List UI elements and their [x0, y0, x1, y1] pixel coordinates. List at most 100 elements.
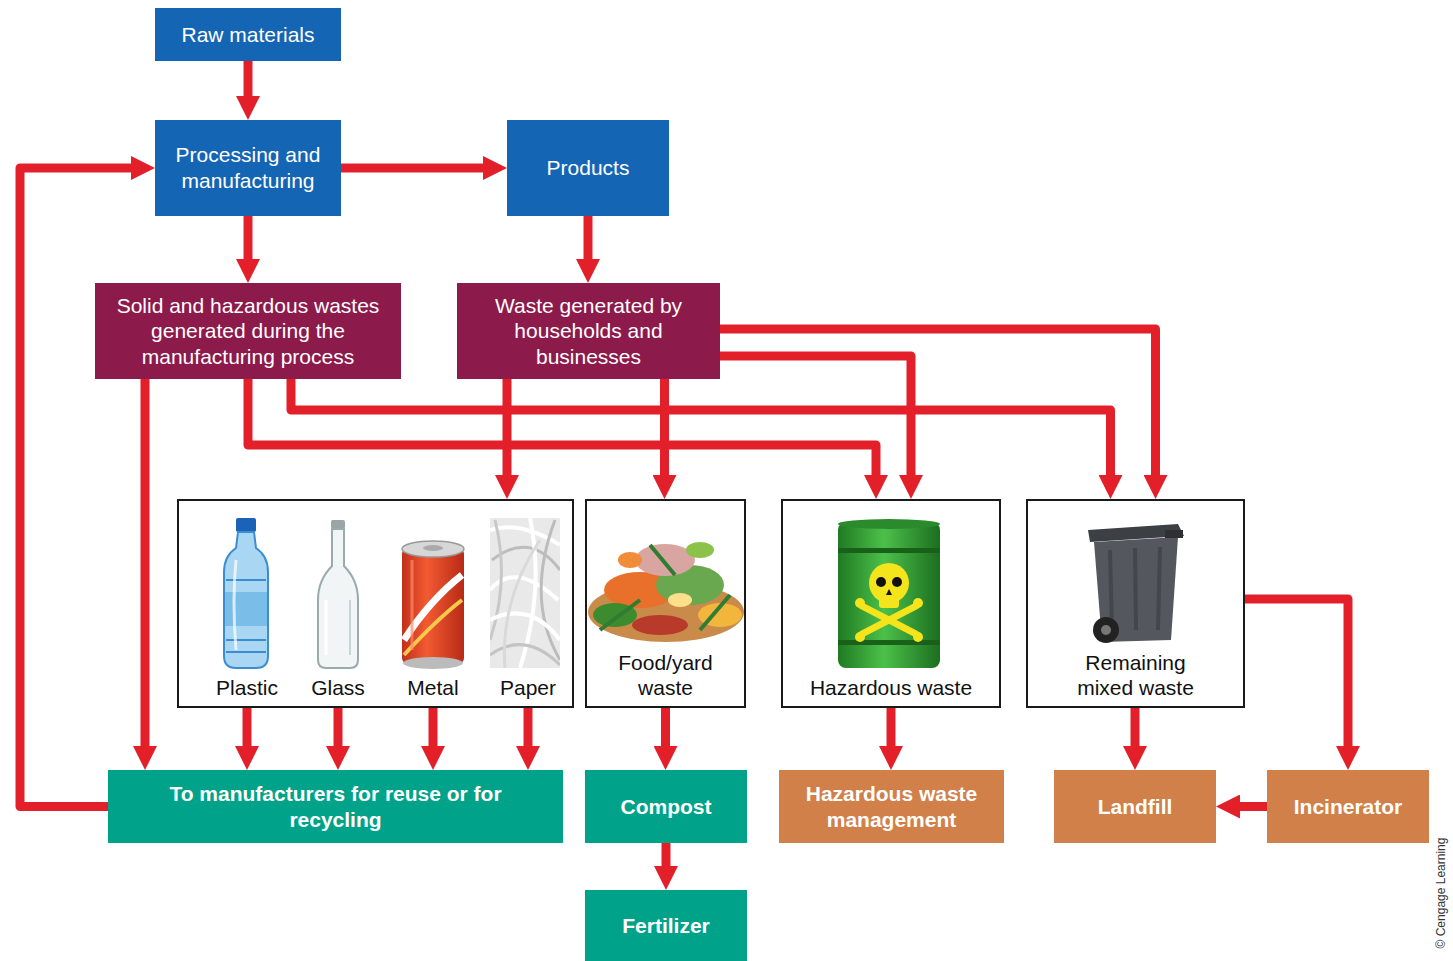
glass-bottle-part — [331, 520, 345, 529]
flow-arrow — [244, 216, 253, 267]
item-label: Plastic — [216, 675, 278, 701]
trash-bin-part — [1165, 530, 1183, 538]
flow-arrow — [334, 708, 343, 754]
plastic-bottle-part — [224, 532, 268, 668]
disposal-box: Incinerator — [1267, 770, 1429, 843]
box-text: Hazardous waste management — [789, 781, 994, 832]
copyright-note: © Cengage Learning — [1434, 838, 1448, 949]
flow-arrow — [524, 708, 533, 754]
hazardous-barrel-part — [855, 632, 865, 642]
metal-can-part — [423, 545, 443, 551]
flow-arrow — [1245, 599, 1348, 754]
paper-shreds-part — [490, 518, 560, 668]
flow-arrow — [291, 379, 1111, 483]
source-box: Raw materials — [155, 8, 341, 61]
flow-arrow — [720, 329, 1156, 483]
metal-can-part — [402, 548, 464, 664]
food-waste-pile-part — [618, 552, 642, 568]
outcome-box: Compost — [585, 770, 747, 843]
flow-arrow — [243, 708, 252, 754]
box-text: Remaining mixed waste — [1061, 650, 1211, 701]
flow-arrow — [20, 168, 139, 807]
food-waste-pile-part — [686, 542, 714, 558]
flow-arrow — [141, 379, 150, 754]
hazardous-barrel-part — [892, 577, 902, 587]
item-label: Metal — [407, 675, 458, 701]
box-text: Waste generated by households and busine… — [467, 293, 710, 370]
hazardous-barrel-part — [886, 589, 892, 595]
flow-arrow — [1232, 802, 1267, 811]
trash-bin — [1088, 524, 1184, 643]
flow-arrow — [1131, 708, 1140, 754]
hazardous-barrel-part — [862, 606, 916, 634]
flow-arrow — [887, 708, 896, 754]
glass-bottle-part — [318, 529, 358, 668]
hazardous-barrel-part — [838, 548, 940, 553]
box-text: Processing and manufacturing — [165, 142, 331, 193]
category-box: Remaining mixed waste — [1026, 499, 1245, 708]
plastic-bottle-part — [236, 518, 256, 532]
paper-shreds — [490, 518, 560, 668]
flow-arrow — [244, 61, 253, 104]
box-text: Landfill — [1098, 794, 1173, 820]
food-waste-pile-part — [600, 545, 730, 630]
trash-bin-part — [1101, 625, 1111, 635]
waste-box: Waste generated by households and busine… — [457, 283, 720, 379]
food-waste-pile-part — [632, 615, 688, 635]
plastic-bottle — [224, 518, 268, 668]
plastic-bottle-part — [226, 651, 266, 653]
trash-bin-part — [1093, 617, 1119, 643]
hazardous-barrel-part — [838, 519, 940, 529]
hazardous-barrel-part — [876, 577, 886, 587]
metal-can-part — [403, 657, 463, 669]
hazardous-barrel-part — [838, 522, 940, 668]
waste-box: Solid and hazardous wastes generated dur… — [95, 283, 401, 379]
paper-shreds-part — [490, 613, 560, 640]
food-waste-pile-part — [668, 593, 692, 607]
box-text: Products — [547, 155, 630, 181]
box-text: Compost — [621, 794, 712, 820]
process-box: Products — [507, 120, 669, 216]
metal-can-part — [411, 560, 414, 650]
process-box: Processing and manufacturing — [155, 120, 341, 216]
plastic-bottle-part — [234, 560, 236, 650]
category-box: Food/yard waste — [585, 499, 746, 708]
hazardous-barrel — [838, 519, 940, 668]
box-text: Incinerator — [1294, 794, 1403, 820]
glass-bottle-part — [325, 600, 328, 655]
item-label: Paper — [500, 675, 556, 701]
hazardous-barrel-part — [838, 640, 940, 645]
flow-arrow — [662, 843, 671, 874]
plastic-bottle-part — [226, 579, 266, 581]
flow-arrow — [248, 379, 876, 483]
flow-arrow — [661, 708, 670, 754]
box-text: Raw materials — [181, 22, 314, 48]
disposal-box: Hazardous waste management — [779, 770, 1004, 843]
trash-bin-part — [1094, 537, 1178, 642]
glass-bottle — [318, 520, 358, 668]
flow-arrow — [584, 216, 593, 267]
trash-bin-part — [1110, 547, 1160, 630]
paper-shreds-part — [490, 520, 501, 640]
flow-arrow — [660, 379, 669, 483]
box-text: To manufacturers for reuse or for recycl… — [166, 781, 506, 832]
hazardous-barrel-part — [879, 596, 899, 608]
outcome-box: Fertilizer — [585, 890, 747, 961]
flow-arrow — [503, 379, 512, 483]
hazardous-barrel-part — [862, 606, 916, 634]
flow-arrow — [429, 708, 438, 754]
category-box: Hazardous waste — [781, 499, 1001, 708]
paper-shreds-part — [490, 645, 560, 665]
item-label: Glass — [311, 675, 365, 701]
metal-can — [402, 541, 464, 669]
box-text: Fertilizer — [622, 913, 710, 939]
box-text: Solid and hazardous wastes generated dur… — [105, 293, 391, 370]
glass-bottle-part — [349, 600, 351, 655]
flow-arrow — [341, 164, 491, 173]
box-text: Hazardous waste — [810, 675, 972, 701]
metal-can-part — [402, 541, 464, 557]
hazardous-barrel-part — [913, 598, 923, 608]
plastic-bottle-part — [226, 639, 266, 641]
